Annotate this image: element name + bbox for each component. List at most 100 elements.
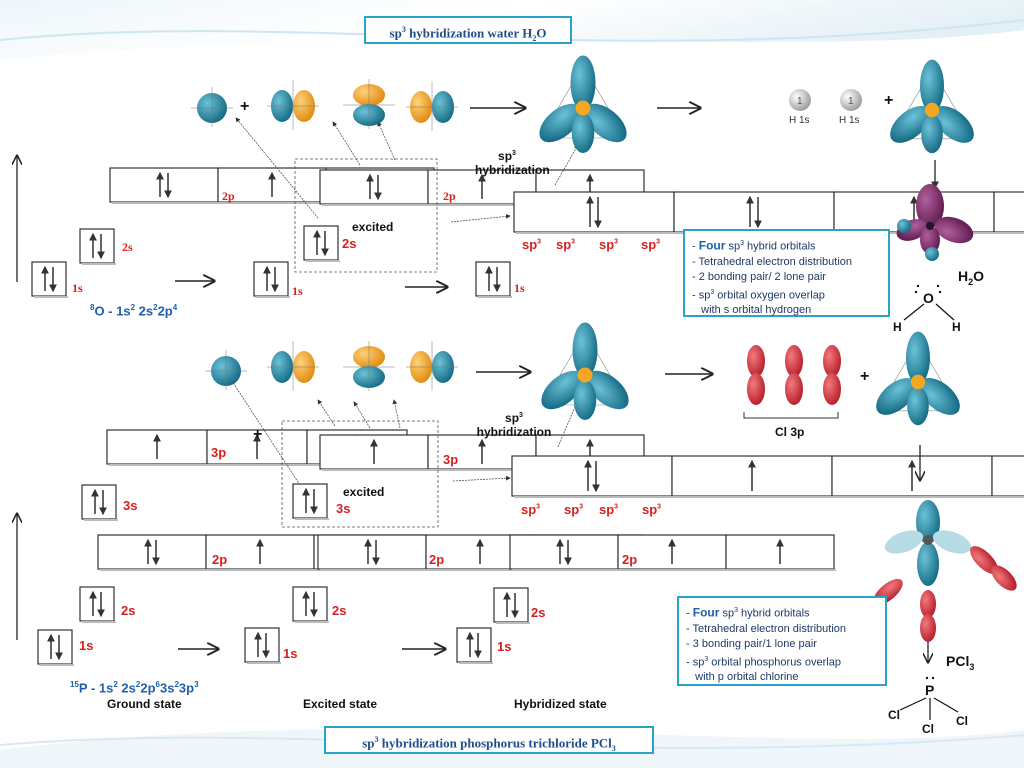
box-shadow (82, 263, 116, 265)
p-label-3p: 3p (211, 445, 227, 460)
cl-lobe (970, 546, 998, 574)
hybrid-lobe (571, 113, 595, 153)
orbital-box (31, 261, 67, 297)
bond-line (903, 303, 925, 321)
orbital-box (456, 627, 492, 663)
cl-lobe (785, 345, 803, 377)
cl-lobe (785, 373, 803, 405)
excitation-frame (294, 158, 438, 273)
plus-sign: + (884, 92, 893, 109)
p-excited-3p (319, 434, 646, 471)
phosphorus-nucleus (923, 535, 933, 545)
hydrogen-sphere (789, 89, 811, 111)
s-orbital-icon (205, 350, 247, 390)
pointer-line (353, 401, 371, 429)
box-shadow (306, 260, 340, 262)
excited-state-label: Excited state (303, 697, 378, 711)
p-sp3-picture-2 (876, 331, 960, 426)
p-orbital-icon (267, 80, 319, 130)
hybrid-lobe (573, 380, 597, 420)
cl-lobe (823, 345, 841, 377)
box-shadow (496, 622, 530, 624)
orbital-box (292, 586, 328, 622)
box-shadow (295, 621, 329, 623)
o-label-1s: 1s (72, 281, 83, 295)
hybrid-lobe (890, 105, 931, 143)
hybrid-lobe (907, 386, 929, 426)
box-shadow (112, 202, 436, 204)
lewis-pcl3-bonds (899, 676, 959, 720)
h1s-label-2: H 1s (839, 115, 860, 126)
orbital-box (79, 586, 115, 622)
lone-pair-dot (938, 290, 942, 294)
p-label-3s: 3s (123, 498, 138, 513)
p-hy-label-2p: 2p (622, 552, 638, 567)
hydrogen-electron-label: 1 (848, 96, 854, 107)
hydrogen-sphere (840, 89, 862, 111)
top-title: sp3 hybridization water H2O (364, 16, 572, 44)
cl-lobe (920, 614, 936, 642)
lewis-water-bonds (903, 284, 955, 321)
hydrogen-electron-label: 1 (797, 96, 803, 107)
p-ground-2s (79, 586, 116, 623)
pointer-line (452, 475, 511, 482)
p-hybrid-lobe (916, 500, 940, 544)
lewis-oxygen: O (923, 290, 934, 306)
o-ex-label-1s: 1s (292, 284, 303, 298)
central-atom (924, 102, 940, 118)
p-hybrid-1s (456, 627, 493, 664)
p-hybrid-2p (509, 534, 836, 571)
orbital-box (319, 169, 429, 205)
box-shadow (295, 518, 329, 520)
bond-line (899, 697, 927, 711)
p-hybrid-sp3 (511, 455, 1024, 498)
p-hybrid-2s (493, 587, 530, 624)
orbital-box (109, 167, 219, 203)
hybrid-lobe (920, 59, 944, 113)
hybrid-lobe (921, 114, 943, 154)
hybrid-lobe (876, 377, 917, 415)
o-sp3-label: sp3 (556, 237, 576, 252)
orbital-box (37, 629, 73, 665)
hydrogen-atom (925, 247, 939, 261)
p-orbital-icon (343, 79, 395, 129)
pointer-line (557, 394, 581, 448)
pointer-line (392, 399, 401, 429)
lone-pair-dot (936, 284, 940, 288)
orbital-box (244, 627, 280, 663)
cl-lobe (991, 565, 1017, 591)
p-excited-2s (292, 586, 329, 623)
p-sp3-label: sp3 (599, 502, 619, 517)
p-ex-label-2s: 2s (332, 603, 347, 618)
p-ex-label-1s: 1s (283, 646, 298, 661)
lewis-hydrogen-right: H (952, 320, 961, 334)
o-hy-label-1s: 1s (514, 281, 525, 295)
bottom-title: sp3 hybridization phosphorus trichloride… (324, 726, 654, 754)
orbital-box (513, 191, 675, 233)
p-hy-label-2s: 2s (531, 605, 546, 620)
water-info-box: - Four sp3 hybrid orbitals - Tetrahedral… (683, 229, 890, 317)
lewis-cl-bottom: Cl (922, 722, 934, 736)
box-shadow (100, 569, 424, 571)
hybrid-lobe (539, 103, 582, 143)
lone-pair-dot (925, 676, 929, 680)
pointer-line (235, 117, 319, 219)
bond-line (933, 697, 959, 713)
p-hybrid-lobe (917, 542, 939, 586)
lewis-cl-left: Cl (888, 708, 900, 722)
cl-bracket (743, 412, 839, 419)
orbital-box (253, 261, 289, 297)
p-sp3-label: sp3 (521, 502, 541, 517)
central-atom (577, 367, 593, 383)
orbital-box (97, 534, 207, 570)
p-ex-label-3s: 3s (336, 501, 351, 516)
oxygen-nucleus (926, 222, 934, 230)
orbital-box (81, 484, 117, 520)
orbital-box (673, 191, 835, 233)
o-sp3-with-h-picture (890, 59, 974, 154)
orbital-box (993, 191, 1024, 233)
orbital-box (511, 455, 673, 497)
p-orbital-icon (406, 81, 458, 131)
p-orbital-icon (406, 341, 458, 391)
